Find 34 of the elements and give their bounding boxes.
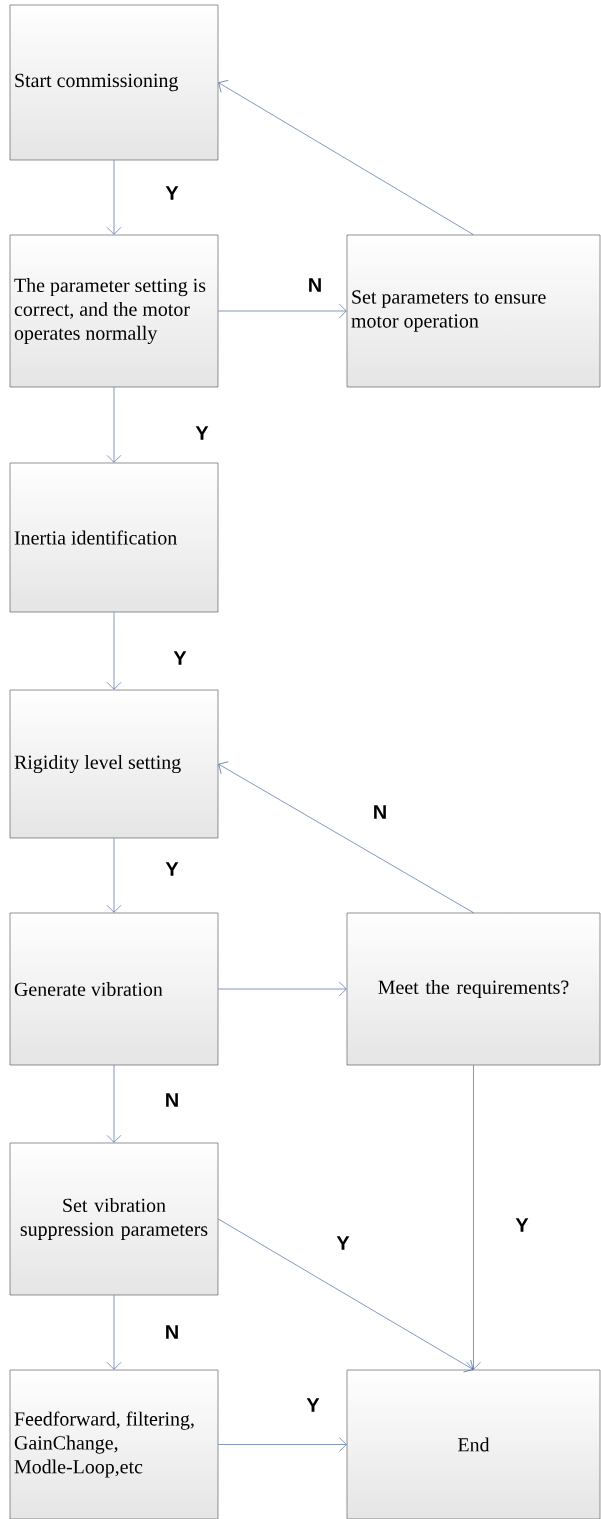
arrow	[218, 1218, 474, 1373]
arrow	[218, 761, 474, 913]
process-box: Rigidity level setting	[9, 689, 219, 839]
arrow	[106, 838, 122, 913]
arrow	[466, 1065, 481, 1370]
edge-label: Y	[306, 1398, 320, 1412]
edge-label: N	[166, 1325, 178, 1339]
process-box: Inertia identification	[9, 462, 219, 613]
process-box: Generate vibration	[9, 912, 219, 1066]
arrow	[218, 981, 347, 997]
arrow	[218, 80, 474, 235]
process-box: Set parameters to ensure motor operation	[346, 234, 601, 388]
edge-label: Y	[195, 426, 209, 440]
arrow	[106, 1295, 122, 1370]
arrow	[106, 612, 122, 690]
edge-label: N	[374, 805, 386, 819]
edge-label: N	[309, 278, 321, 292]
arrow	[218, 1437, 347, 1452]
edge-label: N	[166, 1093, 178, 1107]
process-box: Meet the requirements?	[346, 912, 601, 1066]
edge-label: Y	[165, 186, 179, 200]
arrow	[106, 1065, 122, 1143]
edge-label: Y	[336, 1236, 350, 1250]
arrow	[106, 387, 122, 463]
process-box: The parameter setting is correct, and the motor operates normally	[9, 234, 219, 388]
arrow	[106, 160, 122, 235]
process-box: Set vibration suppression parameters	[9, 1142, 219, 1296]
edge-label: Y	[165, 862, 179, 876]
process-box: End	[346, 1369, 601, 1519]
arrow	[218, 303, 347, 319]
process-box: Feedforward, filtering, GainChange, Modle-Loop,etc	[9, 1369, 219, 1519]
edge-label: Y	[173, 651, 187, 665]
edge-label: Y	[515, 1218, 529, 1232]
process-box: Start commissioning	[9, 4, 219, 161]
